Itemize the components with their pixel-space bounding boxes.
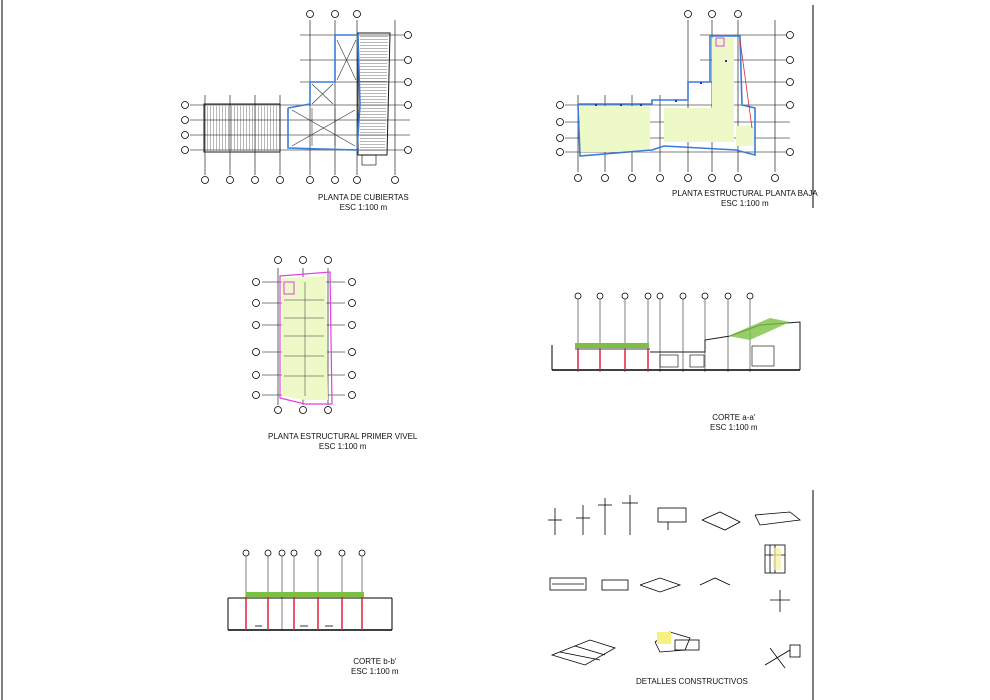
roof-plan-drawing [181, 10, 412, 184]
roof-plan-scale: ESC 1:100 m [339, 203, 388, 212]
first-structural-plan-title: PLANTA ESTRUCTURAL PRIMER VIVEL [268, 432, 418, 441]
section-aa-scale: ESC 1:100 m [710, 423, 758, 432]
first-level-structural-plan-drawing [252, 256, 356, 414]
details-drawing [548, 495, 801, 669]
details-title: DETALLES CONSTRUCTIVOS [636, 677, 748, 686]
roof-plan-label: PLANTA DE CUBIERTAS ESC 1:100 m [318, 193, 409, 213]
ground-structural-plan-drawing [556, 10, 794, 182]
ground-structural-plan-title: PLANTA ESTRUCTURAL PLANTA BAJA [672, 189, 818, 198]
section-bb-label: CORTE b-b' ESC 1:100 m [351, 657, 399, 677]
section-aa-title: CORTE a-a' [712, 413, 756, 422]
ground-structural-plan-label: PLANTA ESTRUCTURAL PLANTA BAJA ESC 1:100… [672, 189, 818, 209]
section-aa-drawing [551, 292, 801, 372]
section-bb-scale: ESC 1:100 m [351, 667, 399, 676]
first-structural-plan-scale: ESC 1:100 m [318, 442, 367, 451]
section-bb-drawing [227, 549, 393, 631]
section-aa-label: CORTE a-a' ESC 1:100 m [710, 413, 758, 433]
roof-plan-title: PLANTA DE CUBIERTAS [318, 193, 409, 202]
section-bb-title: CORTE b-b' [353, 657, 397, 666]
first-structural-plan-label: PLANTA ESTRUCTURAL PRIMER VIVEL ESC 1:10… [268, 432, 417, 452]
ground-structural-plan-scale: ESC 1:100 m [721, 199, 769, 208]
details-label: DETALLES CONSTRUCTIVOS [636, 677, 748, 687]
